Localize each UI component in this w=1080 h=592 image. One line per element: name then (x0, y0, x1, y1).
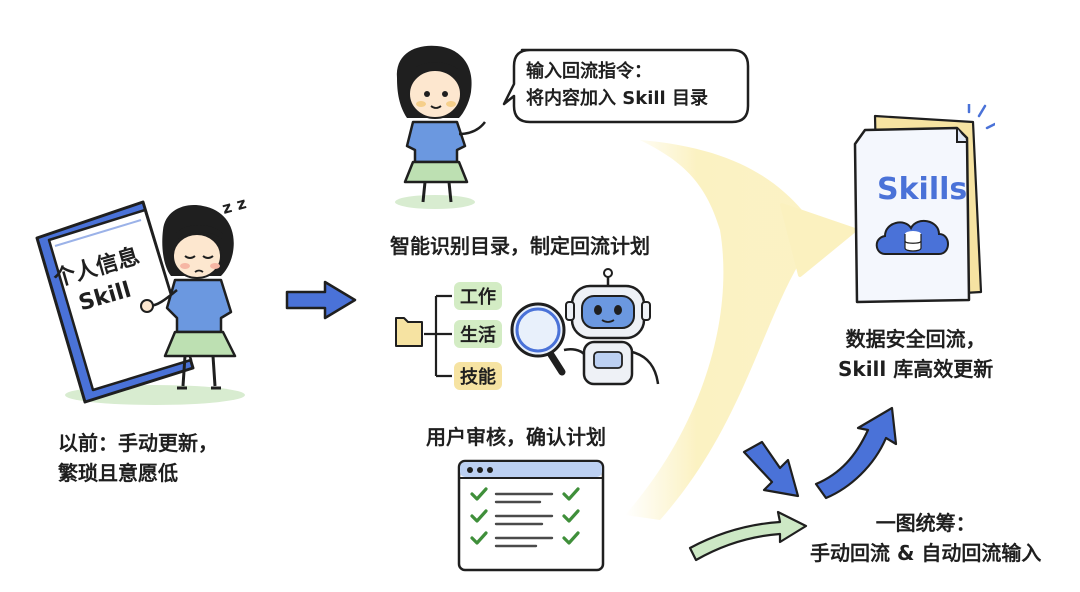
folder-tag-skill-label: 技能 (460, 367, 496, 388)
robot-magnifier-illustration (510, 268, 660, 386)
folder-tag-work-label: 工作 (460, 287, 496, 308)
before-illustration (35, 200, 245, 405)
sparkle-icon (967, 104, 995, 130)
folder-tree (395, 294, 452, 378)
folder-tag-skill: 技能 (454, 362, 502, 390)
check-icon (470, 509, 488, 523)
summary-caption: 一图统筹： 手动回流 & 自动回流输入 (810, 508, 1041, 568)
yellow-flow-ribbon (625, 140, 830, 520)
blue-right-arrow-icon (285, 280, 357, 320)
checklist-window (457, 459, 605, 572)
result-caption: 数据安全回流， Skill 库高效更新 (838, 324, 993, 384)
folder-icon (395, 317, 423, 347)
bottom-arrows (688, 406, 898, 562)
skills-book-title: Skills (877, 172, 968, 207)
folder-tag-life: 生活 (454, 320, 502, 348)
blue-arrow-up-icon (814, 406, 898, 500)
check-icon (470, 531, 488, 545)
yellow-arrow-head (780, 203, 857, 277)
instruction-girl-illustration (395, 45, 486, 209)
result-caption-line1: 数据安全回流， (845, 327, 986, 351)
before-caption-line2: 繁琐且意愿低 (58, 461, 178, 485)
blue-arrow-down-icon (742, 440, 800, 498)
check-icon (562, 509, 580, 523)
folder-tag-life-label: 生活 (460, 325, 496, 346)
check-icon (562, 531, 580, 545)
summary-caption-line2: 手动回流 & 自动回流输入 (810, 541, 1042, 565)
before-caption-line1: 以前：手动更新， (58, 431, 218, 455)
check-icon (562, 487, 580, 501)
green-arrow-icon (688, 510, 808, 562)
bubble-line1: 输入回流指令： (526, 61, 652, 82)
folder-tag-work: 工作 (454, 282, 502, 310)
skills-book-illustration (853, 104, 995, 304)
result-caption-line2: Skill 库高效更新 (838, 357, 994, 381)
review-caption: 用户审核，确认计划 (426, 425, 606, 449)
before-caption: 以前：手动更新， 繁琐且意愿低 (58, 428, 218, 488)
summary-caption-line1: 一图统筹： (875, 511, 976, 535)
planning-caption: 智能识别目录，制定回流计划 (390, 234, 650, 258)
speech-bubble-text: 输入回流指令： 将内容加入 Skill 目录 (526, 58, 708, 112)
speech-bubble (502, 48, 750, 124)
check-icon (470, 487, 488, 501)
bubble-line2: 将内容加入 Skill 目录 (526, 88, 708, 109)
